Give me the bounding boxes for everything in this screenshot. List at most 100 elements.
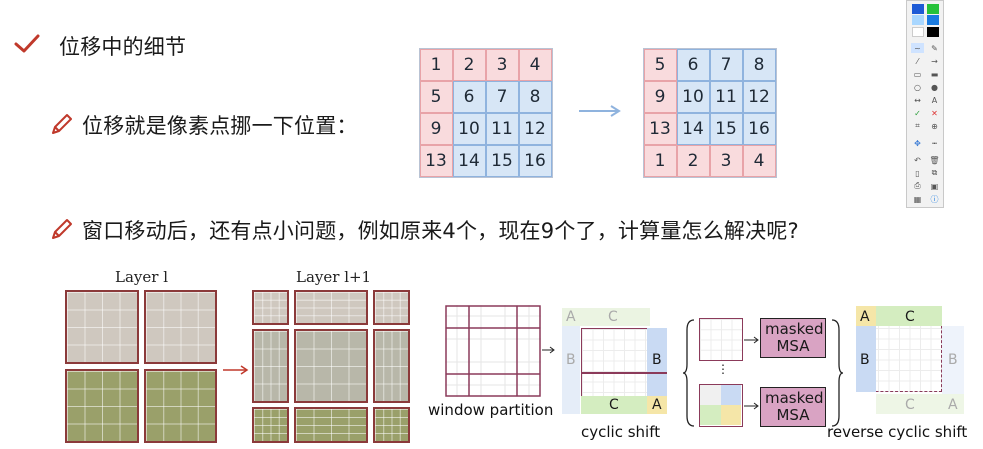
arrow-right-icon: [744, 402, 759, 410]
grid-cell: 8: [519, 81, 552, 113]
resize-tool-icon[interactable]: ↔: [914, 95, 921, 105]
grid-cell: 1: [644, 145, 677, 177]
pencil-icon: [52, 219, 72, 239]
undo-icon[interactable]: ↶: [914, 155, 921, 165]
letter-b: B: [652, 352, 662, 368]
color-swatch-blue[interactable]: [912, 4, 924, 14]
letter-b: B: [860, 352, 870, 368]
color-swatch-cyan[interactable]: [912, 15, 924, 25]
letter-a-ghost: A: [948, 397, 958, 413]
shifted-window-4: [252, 329, 289, 403]
save-icon[interactable]: ▣: [930, 181, 939, 191]
section-heading: 位移中的细节: [59, 35, 187, 59]
arrow-tool-icon[interactable]: →: [931, 56, 938, 66]
grid-cell: 4: [743, 145, 776, 177]
pen-tool-icon[interactable]: ✎: [931, 43, 938, 53]
rect-tool-icon[interactable]: ▭: [913, 69, 922, 79]
annotation-toolbar: ~ ✎ ⁄ → ▭ ▬ ○ ● ↔ A ✓ ✕ ⌗ ⊕ ✥ ┅ ↶ 🗑 ▯ ⧉ ⎙ ▣ ▦ ⓘ: [906, 0, 944, 208]
window-partition-diagram: [445, 305, 541, 397]
cancel-icon[interactable]: ✕: [931, 108, 938, 118]
grid-cell: 9: [644, 81, 677, 113]
ellipse-tool-icon[interactable]: ○: [914, 82, 921, 92]
bullet-pixel-shift: 位移就是像素点挪一下位置：: [82, 114, 358, 138]
arrow-right-icon: [542, 346, 555, 354]
grid-cell: 2: [453, 49, 486, 81]
letter-b-ghost: B: [566, 352, 576, 368]
letter-a: A: [652, 397, 662, 413]
reverse-cyclic-shift-diagram: [856, 306, 966, 418]
sub-window-1: [699, 318, 743, 361]
color-swatch-green[interactable]: [927, 4, 939, 14]
grid-cell: 12: [743, 81, 776, 113]
grid-cell: 6: [677, 49, 710, 81]
grid-cell: 13: [644, 113, 677, 145]
grid-cell: 3: [486, 49, 519, 81]
confirm-icon[interactable]: ✓: [914, 108, 921, 118]
new-page-icon[interactable]: ▯: [915, 168, 920, 178]
color-swatch-lightblue[interactable]: [927, 15, 939, 25]
bullet-window-count-question: 窗口移动后，还有点小问题，例如原来4个，现在9个了，计算量怎么解决呢?: [82, 219, 799, 243]
text-tool-icon[interactable]: A: [931, 95, 938, 105]
masked-msa-box-1: masked MSA: [760, 318, 826, 358]
grid-cell: 14: [453, 145, 486, 177]
filled-ellipse-tool-icon[interactable]: ●: [931, 82, 938, 92]
dash-tool-icon[interactable]: ┅: [932, 138, 937, 148]
grid-cell: 14: [677, 113, 710, 145]
color-swatch-black[interactable]: [927, 27, 939, 37]
grid-cell: 6: [453, 81, 486, 113]
cyclic-shift-diagram: [562, 308, 668, 416]
grid-cell: 8: [743, 49, 776, 81]
grid-cell: 9: [420, 113, 453, 145]
shifted-window-8: [294, 407, 368, 443]
shifted-window-9: [373, 407, 410, 443]
filled-rect-tool-icon[interactable]: ▬: [930, 69, 939, 79]
grid-cell: 5: [420, 81, 453, 113]
crop-tool-icon[interactable]: ⌗: [915, 121, 920, 130]
arrow-right-icon: [223, 365, 249, 375]
grid-cell: 12: [519, 113, 552, 145]
arrow-right-icon: [579, 105, 621, 117]
line-tool-icon[interactable]: ⁄: [916, 56, 919, 66]
copy-icon[interactable]: ⧉: [931, 168, 938, 177]
grid-cell: 15: [710, 113, 743, 145]
window-partition-label: window partition: [428, 401, 554, 419]
window-top-right: [144, 290, 217, 364]
letter-c-ghost: C: [608, 309, 618, 325]
shifted-window-3: [373, 290, 410, 325]
masked-msa-label: masked MSA: [765, 320, 824, 355]
right-brace: [831, 319, 844, 427]
grid-cell: 7: [486, 81, 519, 113]
window-top-left: [65, 290, 139, 364]
shifted-window-6: [373, 329, 410, 403]
letter-c: C: [905, 309, 915, 325]
shifted-window-5: [294, 329, 368, 403]
image-icon[interactable]: ▦: [913, 194, 922, 204]
letter-c-ghost: C: [905, 397, 915, 413]
freehand-tool-icon[interactable]: ~: [911, 43, 924, 53]
grid-cell: 16: [519, 145, 552, 177]
arrow-right-icon: [744, 336, 759, 344]
shifted-window-7: [252, 407, 289, 443]
grid-cell: 16: [743, 113, 776, 145]
color-swatch-white[interactable]: [912, 27, 924, 37]
grid-cell: 7: [710, 49, 743, 81]
layer-l-label: Layer l: [115, 268, 168, 286]
layer-l1-label: Layer l+1: [296, 268, 372, 286]
print-icon[interactable]: ⎙: [914, 181, 921, 190]
grid-cell: 2: [677, 145, 710, 177]
sub-window-2: [699, 384, 743, 427]
grid-cell: 5: [644, 49, 677, 81]
move-tool-icon[interactable]: ✥: [914, 138, 921, 148]
grid-cell: 4: [519, 49, 552, 81]
delete-icon[interactable]: 🗑: [929, 155, 940, 165]
zoom-tool-icon[interactable]: ⊕: [931, 121, 938, 131]
cyclic-shift-label: cyclic shift: [581, 423, 661, 441]
info-icon[interactable]: ⓘ: [930, 194, 939, 204]
window-bottom-left: [65, 369, 139, 443]
letter-c: C: [609, 397, 619, 413]
check-icon: [14, 34, 40, 53]
reverse-cyclic-shift-label: reverse cyclic shift: [827, 423, 968, 441]
grid-cell: 15: [486, 145, 519, 177]
grid-cell: 11: [486, 113, 519, 145]
